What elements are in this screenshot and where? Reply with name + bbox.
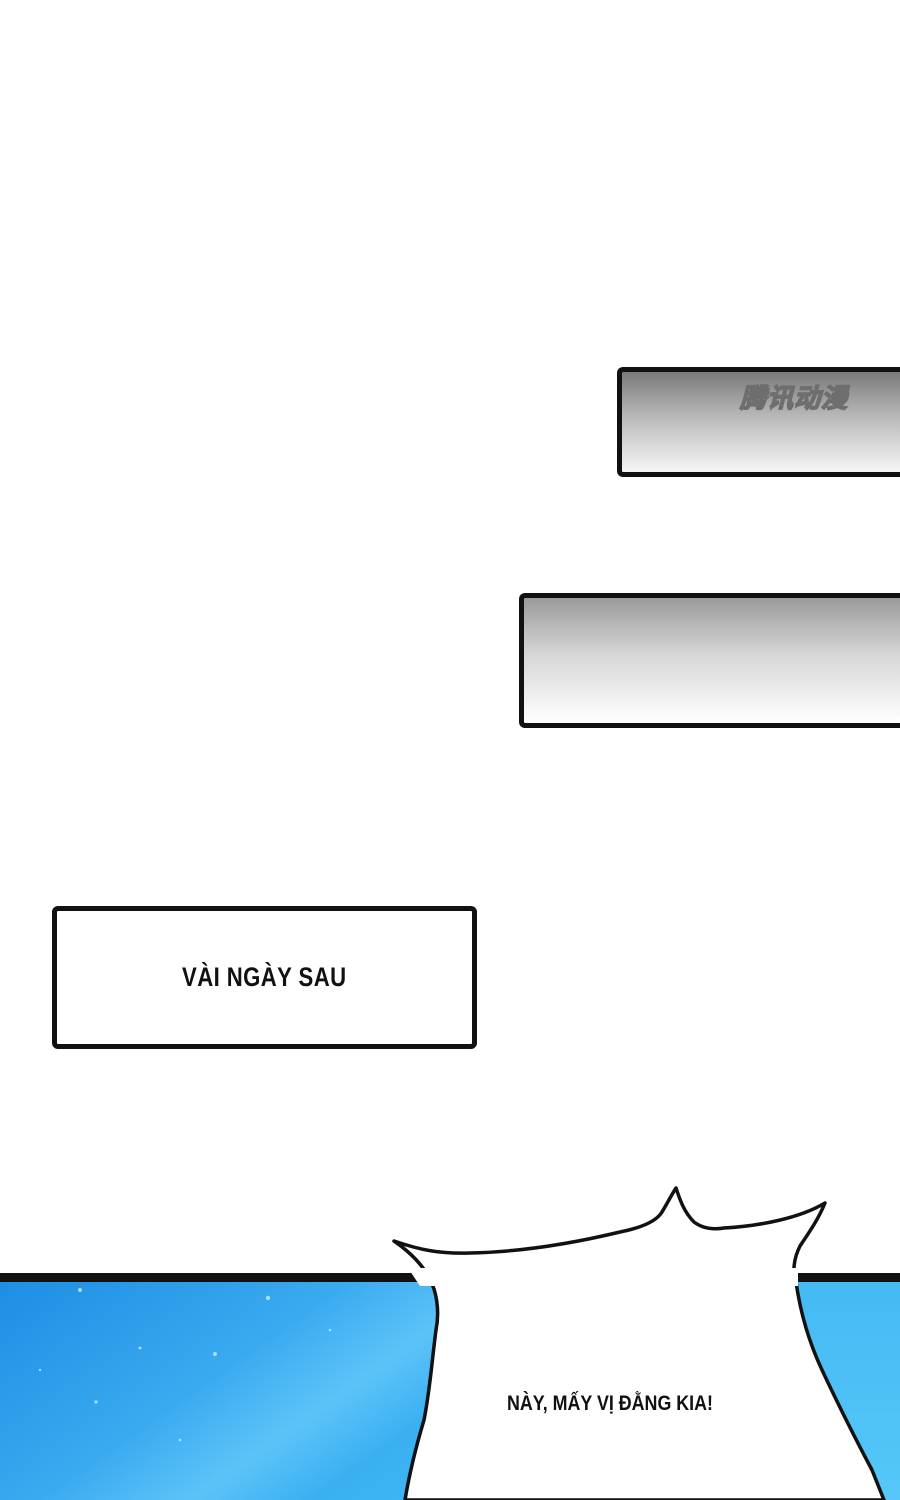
speech-bubble-text: NÀY, MẤY VỊ ĐẰNG KIA! <box>507 1392 713 1415</box>
sky-panel-with-speech-bubble <box>0 1186 900 1500</box>
watermark-text: 腾讯动漫 <box>739 383 849 415</box>
speech-bubble-shape <box>392 1186 886 1500</box>
caption-box: VÀI NGÀY SAU <box>52 906 477 1049</box>
speech-bubble-fill-cover <box>408 1268 798 1286</box>
caption-text: VÀI NGÀY SAU <box>182 962 347 992</box>
sky-sparkles <box>38 1288 332 1442</box>
gradient-panel-middle <box>519 593 900 728</box>
watermark-logo: 腾讯动漫 <box>739 378 890 418</box>
gradient-panel-top <box>617 367 900 477</box>
